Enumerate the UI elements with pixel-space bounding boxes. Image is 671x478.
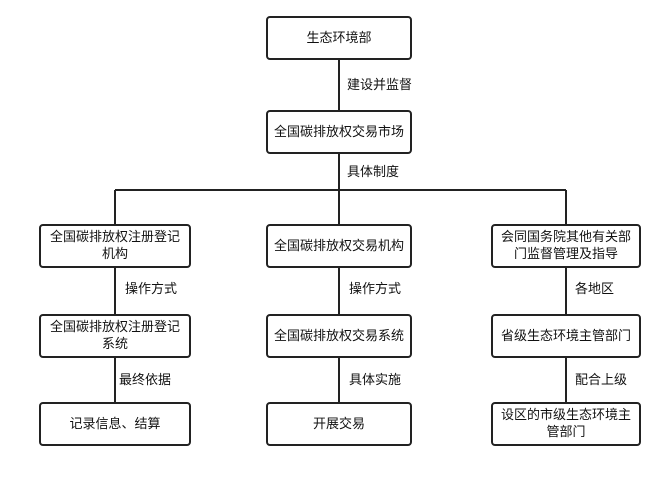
- node-trading-sys: 全国碳排放权交易系统: [266, 314, 412, 358]
- node-registry-org: 全国碳排放权注册登记机构: [39, 224, 191, 268]
- node-trading: 开展交易: [266, 402, 412, 446]
- node-registry-sys: 全国碳排放权注册登记系统: [39, 314, 191, 358]
- node-municipal: 设区的市级生态环境主管部门: [491, 402, 641, 446]
- edge-label-build-supervise: 建设并监督: [347, 78, 413, 93]
- edge-label-specific-system: 具体制度: [347, 165, 400, 180]
- edge-label-operation-mode-mid: 操作方式: [349, 282, 402, 297]
- edge-label-regions: 各地区: [575, 282, 615, 297]
- edge-label-implementation: 具体实施: [349, 373, 402, 388]
- edge-label-operation-mode-left: 操作方式: [125, 282, 178, 297]
- node-provincial: 省级生态环境主管部门: [491, 314, 641, 358]
- node-joint-depts: 会同国务院其他有关部门监督管理及指导: [491, 224, 641, 268]
- node-trading-org: 全国碳排放权交易机构: [266, 224, 412, 268]
- edge-label-final-basis: 最终依据: [119, 373, 172, 388]
- node-mee: 生态环境部: [266, 16, 412, 60]
- node-record: 记录信息、结算: [39, 402, 191, 446]
- edge-label-cooperate: 配合上级: [575, 373, 628, 388]
- node-market: 全国碳排放权交易市场: [266, 110, 412, 154]
